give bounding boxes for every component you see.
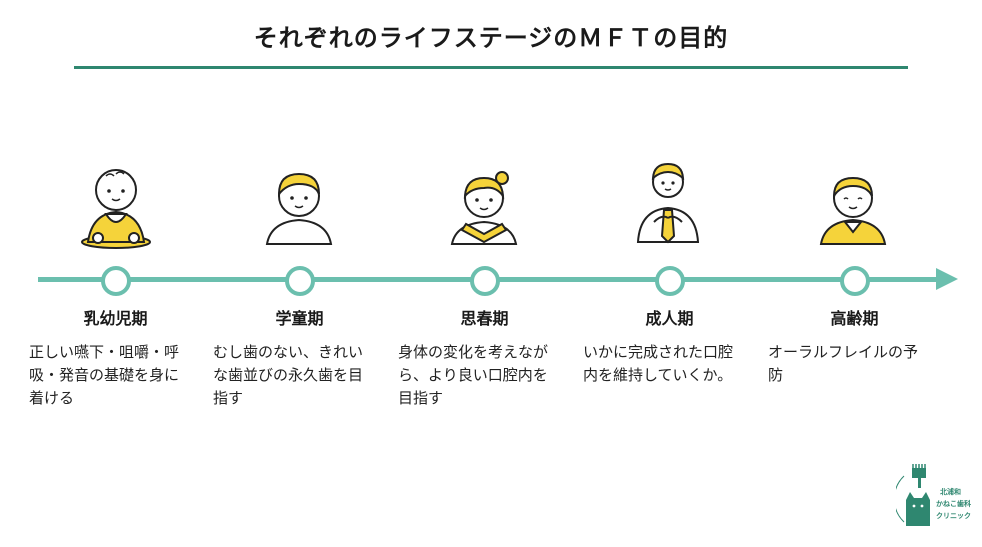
timeline-node — [101, 266, 131, 296]
timeline-node — [840, 266, 870, 296]
timeline-arrow-icon — [936, 268, 958, 290]
cat-toothbrush-logo-icon: 北浦和 かねこ歯科 クリニック — [896, 464, 971, 526]
stage-label: 高齢期 — [830, 309, 879, 328]
elderly-icon — [819, 176, 887, 245]
stage-description: 正しい嚥下・咀嚼・呼吸・発音の基礎を身に着ける — [29, 343, 180, 407]
timeline-node — [285, 266, 315, 296]
schoolboy-icon — [265, 172, 333, 245]
timeline-node — [655, 266, 685, 296]
stage-description: 身体の変化を考えながら、より良い口腔内を目指す — [398, 343, 549, 407]
timeline-node — [470, 266, 500, 296]
stage-label: 思春期 — [460, 309, 509, 328]
page-title: それぞれのライフステージのＭＦＴの目的 — [253, 24, 729, 52]
logo-line1: 北浦和 — [940, 487, 961, 496]
stage-label: 乳幼児期 — [83, 309, 148, 328]
teen-girl-icon — [450, 171, 518, 245]
adult-man-icon — [636, 162, 700, 244]
stage-description: オーラルフレイルの予防 — [768, 343, 919, 384]
title-underline — [74, 66, 908, 69]
baby-icon — [81, 169, 151, 249]
logo-line2: かねこ歯科 — [936, 499, 971, 508]
stage-description: いかに完成された口腔内を維持していくか。 — [583, 343, 734, 384]
logo-line3: クリニック — [936, 511, 971, 520]
stage-label: 学童期 — [275, 309, 324, 328]
stage-label: 成人期 — [645, 309, 694, 328]
stage-description: むし歯のない、きれいな歯並びの永久歯を目指す — [213, 343, 364, 407]
